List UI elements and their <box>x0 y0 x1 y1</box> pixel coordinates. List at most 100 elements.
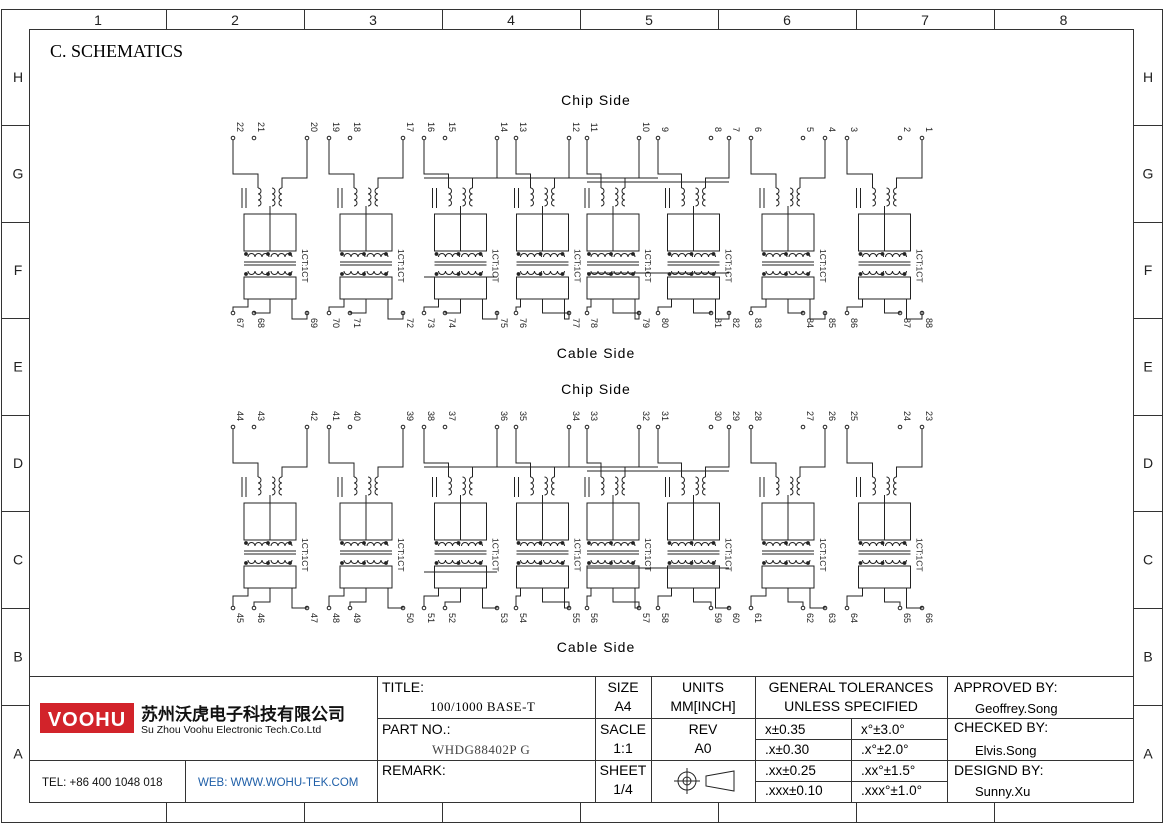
row-label-left: B <box>13 649 22 665</box>
pin-label: 71 <box>352 318 362 328</box>
title-value: 100/1000 BASE-T <box>430 699 535 714</box>
upper-chip-side-label: Chip Side <box>561 92 631 108</box>
pin-label: 85 <box>827 318 837 328</box>
pin-label: 76 <box>518 318 528 328</box>
pin-label: 57 <box>641 613 651 623</box>
pin-label: 4 <box>827 127 837 132</box>
pin-label: 23 <box>924 411 934 421</box>
ratio-label: 1CT:1CT <box>818 538 828 572</box>
pin-label: 51 <box>426 613 436 623</box>
pin-label: 41 <box>331 411 341 421</box>
ratio-label: 1CT:1CT <box>724 249 734 283</box>
pin-label: 81 <box>713 318 723 328</box>
pin-label: 62 <box>805 613 815 623</box>
pin-label: 46 <box>256 613 266 623</box>
frame-ticks <box>1 9 1163 823</box>
row-label-left: A <box>13 746 23 762</box>
pin-label: 37 <box>447 411 457 421</box>
size-label: SIZE <box>607 679 638 695</box>
pin-label: 60 <box>731 613 741 623</box>
sheet-label: SHEET <box>600 762 647 778</box>
pin-label: 40 <box>352 411 362 421</box>
pin-label: 18 <box>352 122 362 132</box>
sheet-value: 1/4 <box>613 781 633 797</box>
tolerance-angular: .x°±2.0° <box>861 742 908 757</box>
svg-text:VOOHU: VOOHU <box>48 709 126 731</box>
pin-label: 66 <box>924 613 934 623</box>
pin-label: 16 <box>426 122 436 132</box>
pin-label: 32 <box>641 411 651 421</box>
pin-label: 8 <box>713 127 723 132</box>
row-label-left: H <box>13 69 23 85</box>
approved-label: APPROVED BY: <box>954 679 1057 695</box>
pin-label: 22 <box>235 122 245 132</box>
pin-label: 74 <box>447 318 457 328</box>
tolerance-angular: .xxx°±1.0° <box>861 783 922 798</box>
pin-label: 33 <box>589 411 599 421</box>
pin-label: 56 <box>589 613 599 623</box>
ratio-label: 1CT:1CT <box>643 249 653 283</box>
pin-label: 87 <box>902 318 912 328</box>
row-label-right: G <box>1143 166 1154 182</box>
column-label: 5 <box>645 12 653 28</box>
pin-label: 36 <box>499 411 509 421</box>
tolerance-angular: x°±3.0° <box>861 722 905 737</box>
ratio-label: 1CT:1CT <box>643 538 653 572</box>
pin-label: 70 <box>331 318 341 328</box>
pin-label: 59 <box>713 613 723 623</box>
pin-label: 3 <box>849 127 859 132</box>
pin-label: 86 <box>849 318 859 328</box>
remark-label: REMARK: <box>382 762 446 778</box>
upper-cable-side-label: Cable Side <box>557 345 636 361</box>
ratio-label: 1CT:1CT <box>396 538 406 572</box>
designed-label: DESIGND BY: <box>954 762 1043 778</box>
tel: TEL: +86 400 1048 018 <box>42 777 163 789</box>
column-label: 7 <box>921 12 929 28</box>
pin-label: 20 <box>309 122 319 132</box>
pin-label: 25 <box>849 411 859 421</box>
tolerance-linear: x±0.35 <box>765 722 805 737</box>
row-label-left: G <box>13 166 24 182</box>
designed-value: Sunny.Xu <box>975 784 1030 799</box>
pin-label: 19 <box>331 122 341 132</box>
pin-label: 13 <box>518 122 528 132</box>
tolerance-linear: .x±0.30 <box>765 742 809 757</box>
tolerance-angular: .xx°±1.5° <box>861 763 915 778</box>
pin-label: 12 <box>571 122 581 132</box>
part-no-value: WHDG88402P G <box>432 742 530 757</box>
tolerances-header-2: UNLESS SPECIFIED <box>784 698 918 714</box>
ratio-label: 1CT:1CT <box>915 249 925 283</box>
company-name-en: Su Zhou Voohu Electronic Tech.Co.Ltd <box>141 724 321 736</box>
scale-label: SACLE <box>600 721 646 737</box>
ratio-label: 1CT:1CT <box>300 249 310 283</box>
pin-label: 24 <box>902 411 912 421</box>
pin-label: 53 <box>499 613 509 623</box>
column-label: 2 <box>231 12 239 28</box>
ratio-label: 1CT:1CT <box>573 538 583 572</box>
pin-label: 2 <box>902 127 912 132</box>
row-label-right: B <box>1143 649 1152 665</box>
projection-symbol-icon <box>674 768 735 794</box>
pin-label: 7 <box>731 127 741 132</box>
row-label-left: C <box>13 552 23 568</box>
pin-label: 58 <box>660 613 670 623</box>
approved-value: Geoffrey.Song <box>975 701 1058 716</box>
ratio-label: 1CT:1CT <box>396 249 406 283</box>
pin-label: 11 <box>589 123 599 132</box>
ratio-label: 1CT:1CT <box>818 249 828 283</box>
lower-drawing <box>230 424 925 611</box>
row-label-right: D <box>1143 455 1153 471</box>
column-label: 1 <box>94 12 102 28</box>
upper-drawing <box>230 135 925 320</box>
pin-label: 44 <box>235 411 245 421</box>
pin-label: 5 <box>805 127 815 132</box>
pin-label: 64 <box>849 613 859 623</box>
row-label-left: D <box>13 455 23 471</box>
tolerance-linear: .xxx±0.10 <box>765 783 823 798</box>
row-label-left: F <box>14 262 23 278</box>
pin-label: 88 <box>924 318 934 328</box>
units-label: UNITS <box>682 679 724 695</box>
pin-label: 79 <box>641 318 651 328</box>
pin-label: 82 <box>731 318 741 328</box>
